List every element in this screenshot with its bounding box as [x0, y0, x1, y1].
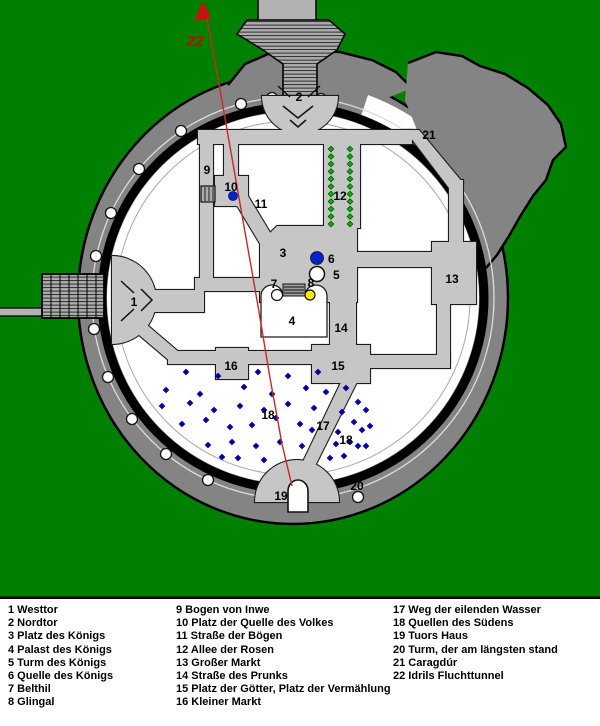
- longest-standing-tower: [351, 490, 365, 504]
- legend-item: 1 Westtor: [8, 604, 58, 616]
- palace-stairs: [282, 283, 306, 297]
- legend-item: 17 Weg der eilenden Wasser: [393, 604, 541, 616]
- city-map: 22 1 2 3 4 5 6 7 8 9 10 11 12 13 14 15 1…: [0, 0, 600, 599]
- map-legend-divider: [0, 596, 600, 599]
- west-gate-structure: [41, 273, 105, 319]
- map-marker-15: 15: [331, 359, 345, 373]
- map-marker-18-west: 18: [261, 408, 275, 422]
- map-marker-2: 2: [296, 90, 303, 104]
- caragdur-rock: [405, 50, 568, 269]
- kings-spring-dot: [310, 251, 324, 265]
- map-marker-18-east: 18: [339, 433, 353, 447]
- map-marker-17: 17: [316, 419, 330, 433]
- map-marker-13: 13: [445, 272, 459, 286]
- map-marker-3: 3: [280, 246, 287, 260]
- west-outer-road: [0, 307, 46, 317]
- escape-route: [194, 1, 293, 487]
- legend-item: 21 Caragdúr: [393, 656, 458, 669]
- legend-item: 10 Platz der Quelle des Volkes: [176, 617, 334, 630]
- legend-item: 20 Turm, der am längsten stand: [393, 643, 558, 656]
- map-marker-11: 11: [255, 197, 268, 211]
- legend-item: 19 Tuors Haus: [393, 630, 468, 643]
- legend-column-2: 9 Bogen von Inwe 10 Platz der Quelle des…: [176, 604, 391, 710]
- arch-of-inwe: [200, 185, 216, 203]
- kings-tower-circle: [308, 265, 326, 283]
- legend-item: 14 Straße des Prunks: [176, 670, 288, 683]
- legend: 1 Westtor 2 Nordtor 3 Platz des Königs 4…: [0, 599, 600, 726]
- map-marker-21: 21: [422, 128, 436, 142]
- legend-item: 8 Glingal: [8, 696, 55, 709]
- map-marker-5: 5: [333, 268, 340, 282]
- legend-item: 2 Nordtor: [8, 617, 58, 630]
- map-marker-19: 19: [274, 489, 288, 503]
- peoples-spring-dot: [228, 191, 238, 201]
- legend-item: 11 Straße der Bögen: [176, 630, 283, 643]
- legend-item: 15 Platz der Götter, Platz der Vermählun…: [176, 683, 391, 696]
- city-map-svg: 22 1 2 3 4 5 6 7 8 9 10 11 12 13 14 15 1…: [0, 0, 600, 599]
- legend-column-3: 17 Weg der eilenden Wasser 18 Quellen de…: [393, 604, 558, 683]
- map-marker-22: 22: [186, 33, 204, 50]
- map-marker-14: 14: [334, 321, 348, 335]
- legend-item: 6 Quelle des Königs: [8, 670, 114, 683]
- belthil-tree-circle: [270, 288, 284, 302]
- map-marker-7: 7: [271, 277, 278, 291]
- map-marker-8: 8: [308, 276, 315, 290]
- tuors-house: [287, 479, 309, 513]
- legend-item: 3 Platz des Königs: [8, 630, 106, 643]
- legend-item: 16 Kleiner Markt: [176, 696, 261, 709]
- legend-item: 13 Großer Markt: [176, 656, 261, 669]
- escape-route-arrow-icon: [194, 1, 211, 21]
- legend-item: 9 Bogen von Inwe: [176, 604, 270, 616]
- map-marker-6: 6: [328, 252, 335, 266]
- map-marker-12: 12: [333, 189, 347, 203]
- legend-column-1: 1 Westtor 2 Nordtor 3 Platz des Königs 4…: [8, 604, 113, 710]
- legend-item: 18 Quellen des Südens: [393, 617, 514, 630]
- legend-item: 5 Turm des Königs: [8, 656, 107, 669]
- glingal-tree-circle: [304, 289, 316, 301]
- map-marker-1: 1: [131, 295, 138, 309]
- map-marker-16: 16: [224, 359, 238, 373]
- legend-item: 12 Allee der Rosen: [176, 643, 275, 656]
- legend-item: 22 Idrils Fluchttunnel: [393, 670, 504, 683]
- map-marker-20: 20: [350, 479, 364, 493]
- map-marker-9: 9: [204, 163, 211, 177]
- gate-symbols: [120, 85, 321, 322]
- legend-item: 4 Palast des Königs: [8, 643, 112, 656]
- map-marker-4: 4: [289, 314, 296, 328]
- legend-item: 7 Belthil: [8, 683, 51, 696]
- map-marker-10: 10: [224, 180, 238, 194]
- map-labels: 22 1 2 3 4 5 6 7 8 9 10 11 12 13 14 15 1…: [131, 33, 459, 503]
